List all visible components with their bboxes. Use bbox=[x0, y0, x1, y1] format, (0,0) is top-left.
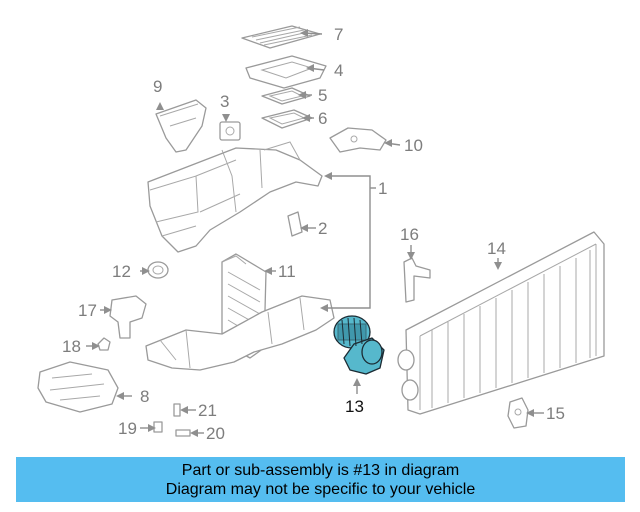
callout-13[interactable]: 13 bbox=[345, 397, 364, 416]
callout-1[interactable]: 1 bbox=[378, 179, 387, 198]
callout-15[interactable]: 15 bbox=[546, 404, 565, 423]
callout-10[interactable]: 10 bbox=[404, 136, 423, 155]
callout-6[interactable]: 6 bbox=[318, 109, 327, 128]
callout-12[interactable]: 12 bbox=[112, 262, 131, 281]
callout-3[interactable]: 3 bbox=[220, 92, 229, 111]
leader-arrowheads bbox=[92, 29, 534, 437]
part-15-bracket bbox=[507, 397, 529, 429]
part-14-heater-core bbox=[397, 231, 605, 415]
callout-labels: 7 4 5 6 9 3 10 1 2 16 14 12 11 17 18 8 2… bbox=[62, 25, 565, 443]
callout-21[interactable]: 21 bbox=[198, 401, 217, 420]
part-7-grille bbox=[241, 25, 321, 49]
callout-8[interactable]: 8 bbox=[140, 387, 149, 406]
part-8-control-module bbox=[37, 361, 119, 413]
callout-14[interactable]: 14 bbox=[487, 239, 506, 258]
callout-7[interactable]: 7 bbox=[334, 25, 343, 44]
callout-20[interactable]: 20 bbox=[206, 424, 225, 443]
parts-diagram: 7 4 5 6 9 3 10 1 2 16 14 12 11 17 18 8 2… bbox=[37, 25, 605, 443]
part-2-clip bbox=[287, 211, 303, 237]
callout-5[interactable]: 5 bbox=[318, 86, 327, 105]
part-3-actuator bbox=[219, 121, 241, 141]
callout-17[interactable]: 17 bbox=[78, 301, 97, 320]
part-10-bracket bbox=[329, 127, 387, 153]
part-17-resistor bbox=[109, 295, 147, 339]
callout-19[interactable]: 19 bbox=[118, 419, 137, 438]
part-19-fastener bbox=[153, 421, 163, 433]
part-16-hose bbox=[403, 257, 431, 303]
part-20-fastener bbox=[175, 429, 191, 437]
banner-line-part-number: Part or sub-assembly is #13 in diagram bbox=[181, 462, 460, 479]
part-18-nut bbox=[97, 337, 111, 351]
part-21-fastener bbox=[173, 403, 181, 417]
callout-11[interactable]: 11 bbox=[278, 262, 296, 281]
banner-line-disclaimer: Diagram may not be specific to your vehi… bbox=[165, 481, 476, 498]
callout-9[interactable]: 9 bbox=[153, 77, 162, 96]
info-banner: Part or sub-assembly is #13 in diagram D… bbox=[16, 457, 625, 502]
part-13-blower-motor[interactable] bbox=[333, 315, 385, 375]
part-9-duct bbox=[155, 99, 207, 153]
part-1-hvac-housing bbox=[147, 141, 323, 253]
part-lower-housing bbox=[145, 295, 335, 371]
callout-4[interactable]: 4 bbox=[334, 61, 343, 80]
callout-2[interactable]: 2 bbox=[318, 219, 327, 238]
part-12-grommet bbox=[147, 261, 169, 279]
callout-18[interactable]: 18 bbox=[62, 337, 81, 356]
callout-16[interactable]: 16 bbox=[400, 225, 419, 244]
